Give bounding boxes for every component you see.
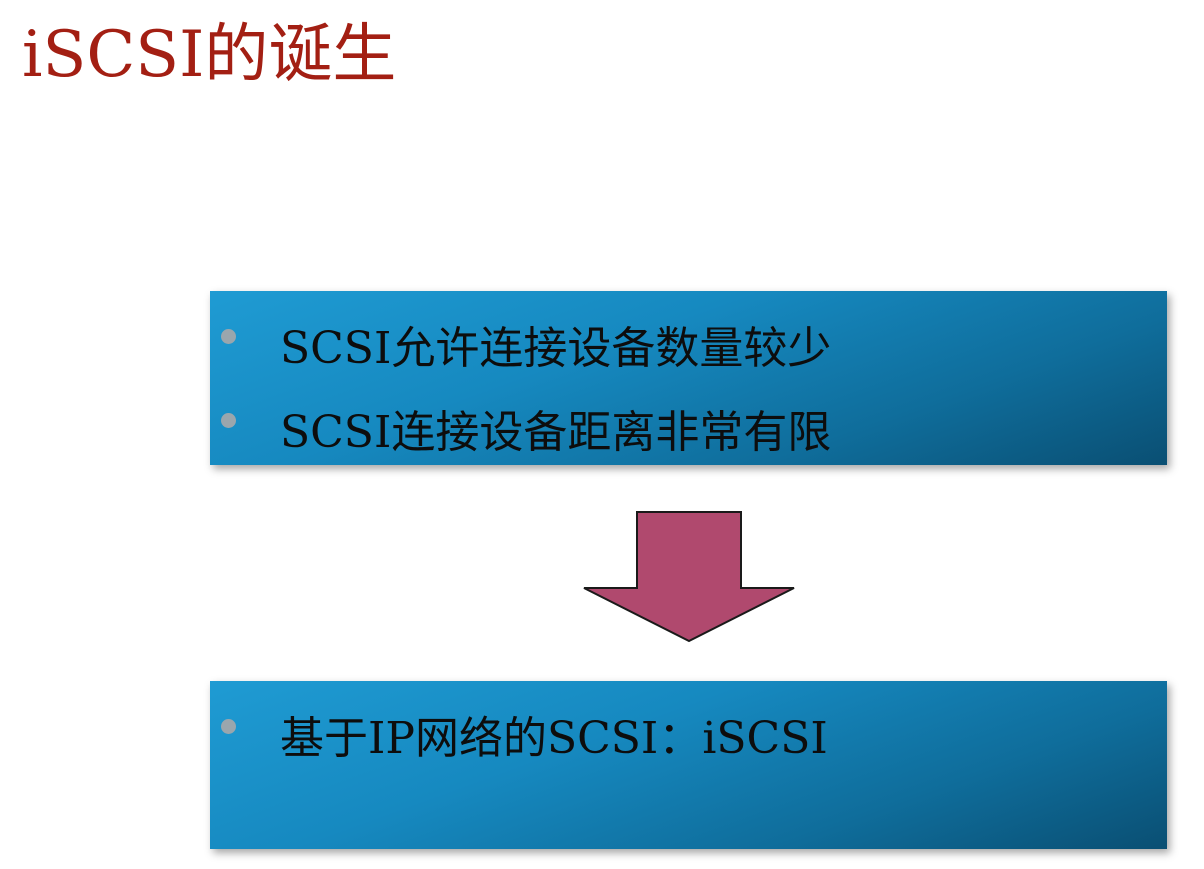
bullet-dot-icon bbox=[221, 329, 236, 344]
solution-box: 基于IP网络的SCSI：iSCSI bbox=[210, 681, 1167, 849]
bullet-item: SCSI允许连接设备数量较少 bbox=[221, 307, 1167, 391]
bullet-item: SCSI连接设备距离非常有限 bbox=[221, 391, 1167, 475]
bullet-text: SCSI允许连接设备数量较少 bbox=[280, 323, 832, 374]
problem-box: SCSI允许连接设备数量较少 SCSI连接设备距离非常有限 bbox=[210, 291, 1167, 465]
slide-title: iSCSI的诞生 bbox=[22, 18, 397, 92]
arrow-down-icon bbox=[583, 511, 795, 643]
bullet-dot-icon bbox=[221, 413, 236, 428]
bullet-dot-icon bbox=[221, 719, 236, 734]
bullet-text: SCSI连接设备距离非常有限 bbox=[280, 407, 832, 458]
bullet-text: 基于IP网络的SCSI：iSCSI bbox=[280, 713, 828, 764]
bullet-item: 基于IP网络的SCSI：iSCSI bbox=[221, 697, 1167, 781]
